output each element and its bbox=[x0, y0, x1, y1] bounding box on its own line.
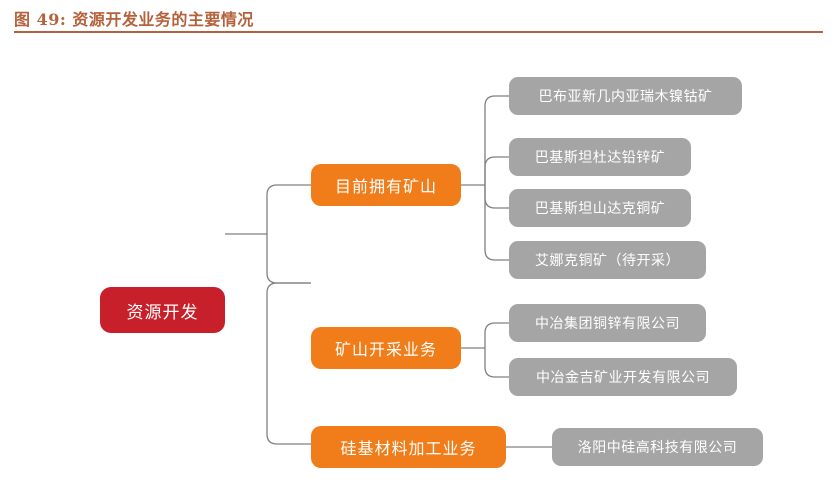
connector-branch1-leaf4 bbox=[484, 185, 509, 261]
connector-lines bbox=[225, 95, 552, 448]
connector-branch2-leaf1 bbox=[484, 322, 509, 348]
node-leaf-aynak-copper[interactable]: 艾娜克铜矿（待开采） bbox=[509, 241, 706, 279]
page-title: 图 49: 资源开发业务的主要情况 bbox=[14, 10, 254, 29]
node-leaf-ramu-nickel-cobalt[interactable]: 巴布亚新几内亚瑞木镍钴矿 bbox=[509, 77, 742, 115]
connector-trunk-upper bbox=[266, 184, 311, 284]
node-leaf-ramu-nickel-cobalt-label: 巴布亚新几内亚瑞木镍钴矿 bbox=[538, 89, 713, 105]
node-branch-silicon-processing[interactable]: 硅基材料加工业务 bbox=[311, 426, 506, 468]
node-leaf-aynak-copper-label: 艾娜克铜矿（待开采） bbox=[535, 253, 680, 269]
node-branch-mining-business[interactable]: 矿山开采业务 bbox=[311, 327, 461, 369]
node-root-label: 资源开发 bbox=[126, 302, 199, 323]
mindmap-diagram: 资源开发 目前拥有矿山 巴布亚新几内亚瑞木镍钴矿 巴基斯坦杜达铅锌矿 巴基斯坦山… bbox=[0, 38, 837, 502]
node-branch-current-mines[interactable]: 目前拥有矿山 bbox=[311, 164, 461, 206]
node-leaf-luoyang-zhonggui-label: 洛阳中硅高科技有限公司 bbox=[577, 440, 738, 456]
node-leaf-saindak-copper-label: 巴基斯坦山达克铜矿 bbox=[534, 201, 666, 217]
title-divider bbox=[14, 31, 823, 33]
node-branch-silicon-processing-label: 硅基材料加工业务 bbox=[340, 439, 477, 458]
connector-trunk-lower bbox=[266, 282, 311, 445]
node-leaf-mcc-copper-zinc-label: 中冶集团铜锌有限公司 bbox=[535, 316, 680, 332]
node-leaf-duddar-lead-zinc[interactable]: 巴基斯坦杜达铅锌矿 bbox=[509, 138, 691, 176]
connector-branch1-leaf3 bbox=[484, 185, 509, 209]
node-branch-current-mines-label: 目前拥有矿山 bbox=[334, 177, 437, 196]
connector-branch1-leaf1 bbox=[484, 95, 509, 185]
connector-branch2-leaf2 bbox=[484, 348, 509, 378]
node-leaf-luoyang-zhonggui[interactable]: 洛阳中硅高科技有限公司 bbox=[552, 428, 763, 466]
node-leaf-mcc-jinji-mining-label: 中冶金吉矿业开发有限公司 bbox=[536, 370, 710, 386]
node-leaf-mcc-copper-zinc[interactable]: 中冶集团铜锌有限公司 bbox=[509, 304, 706, 342]
node-leaf-saindak-copper[interactable]: 巴基斯坦山达克铜矿 bbox=[509, 189, 691, 227]
node-leaf-duddar-lead-zinc-label: 巴基斯坦杜达铅锌矿 bbox=[534, 150, 666, 166]
node-root[interactable]: 资源开发 bbox=[100, 287, 225, 333]
node-branch-mining-business-label: 矿山开采业务 bbox=[334, 340, 437, 359]
connector-branch1-leaf2 bbox=[484, 156, 509, 185]
node-leaf-mcc-jinji-mining[interactable]: 中冶金吉矿业开发有限公司 bbox=[509, 358, 737, 396]
